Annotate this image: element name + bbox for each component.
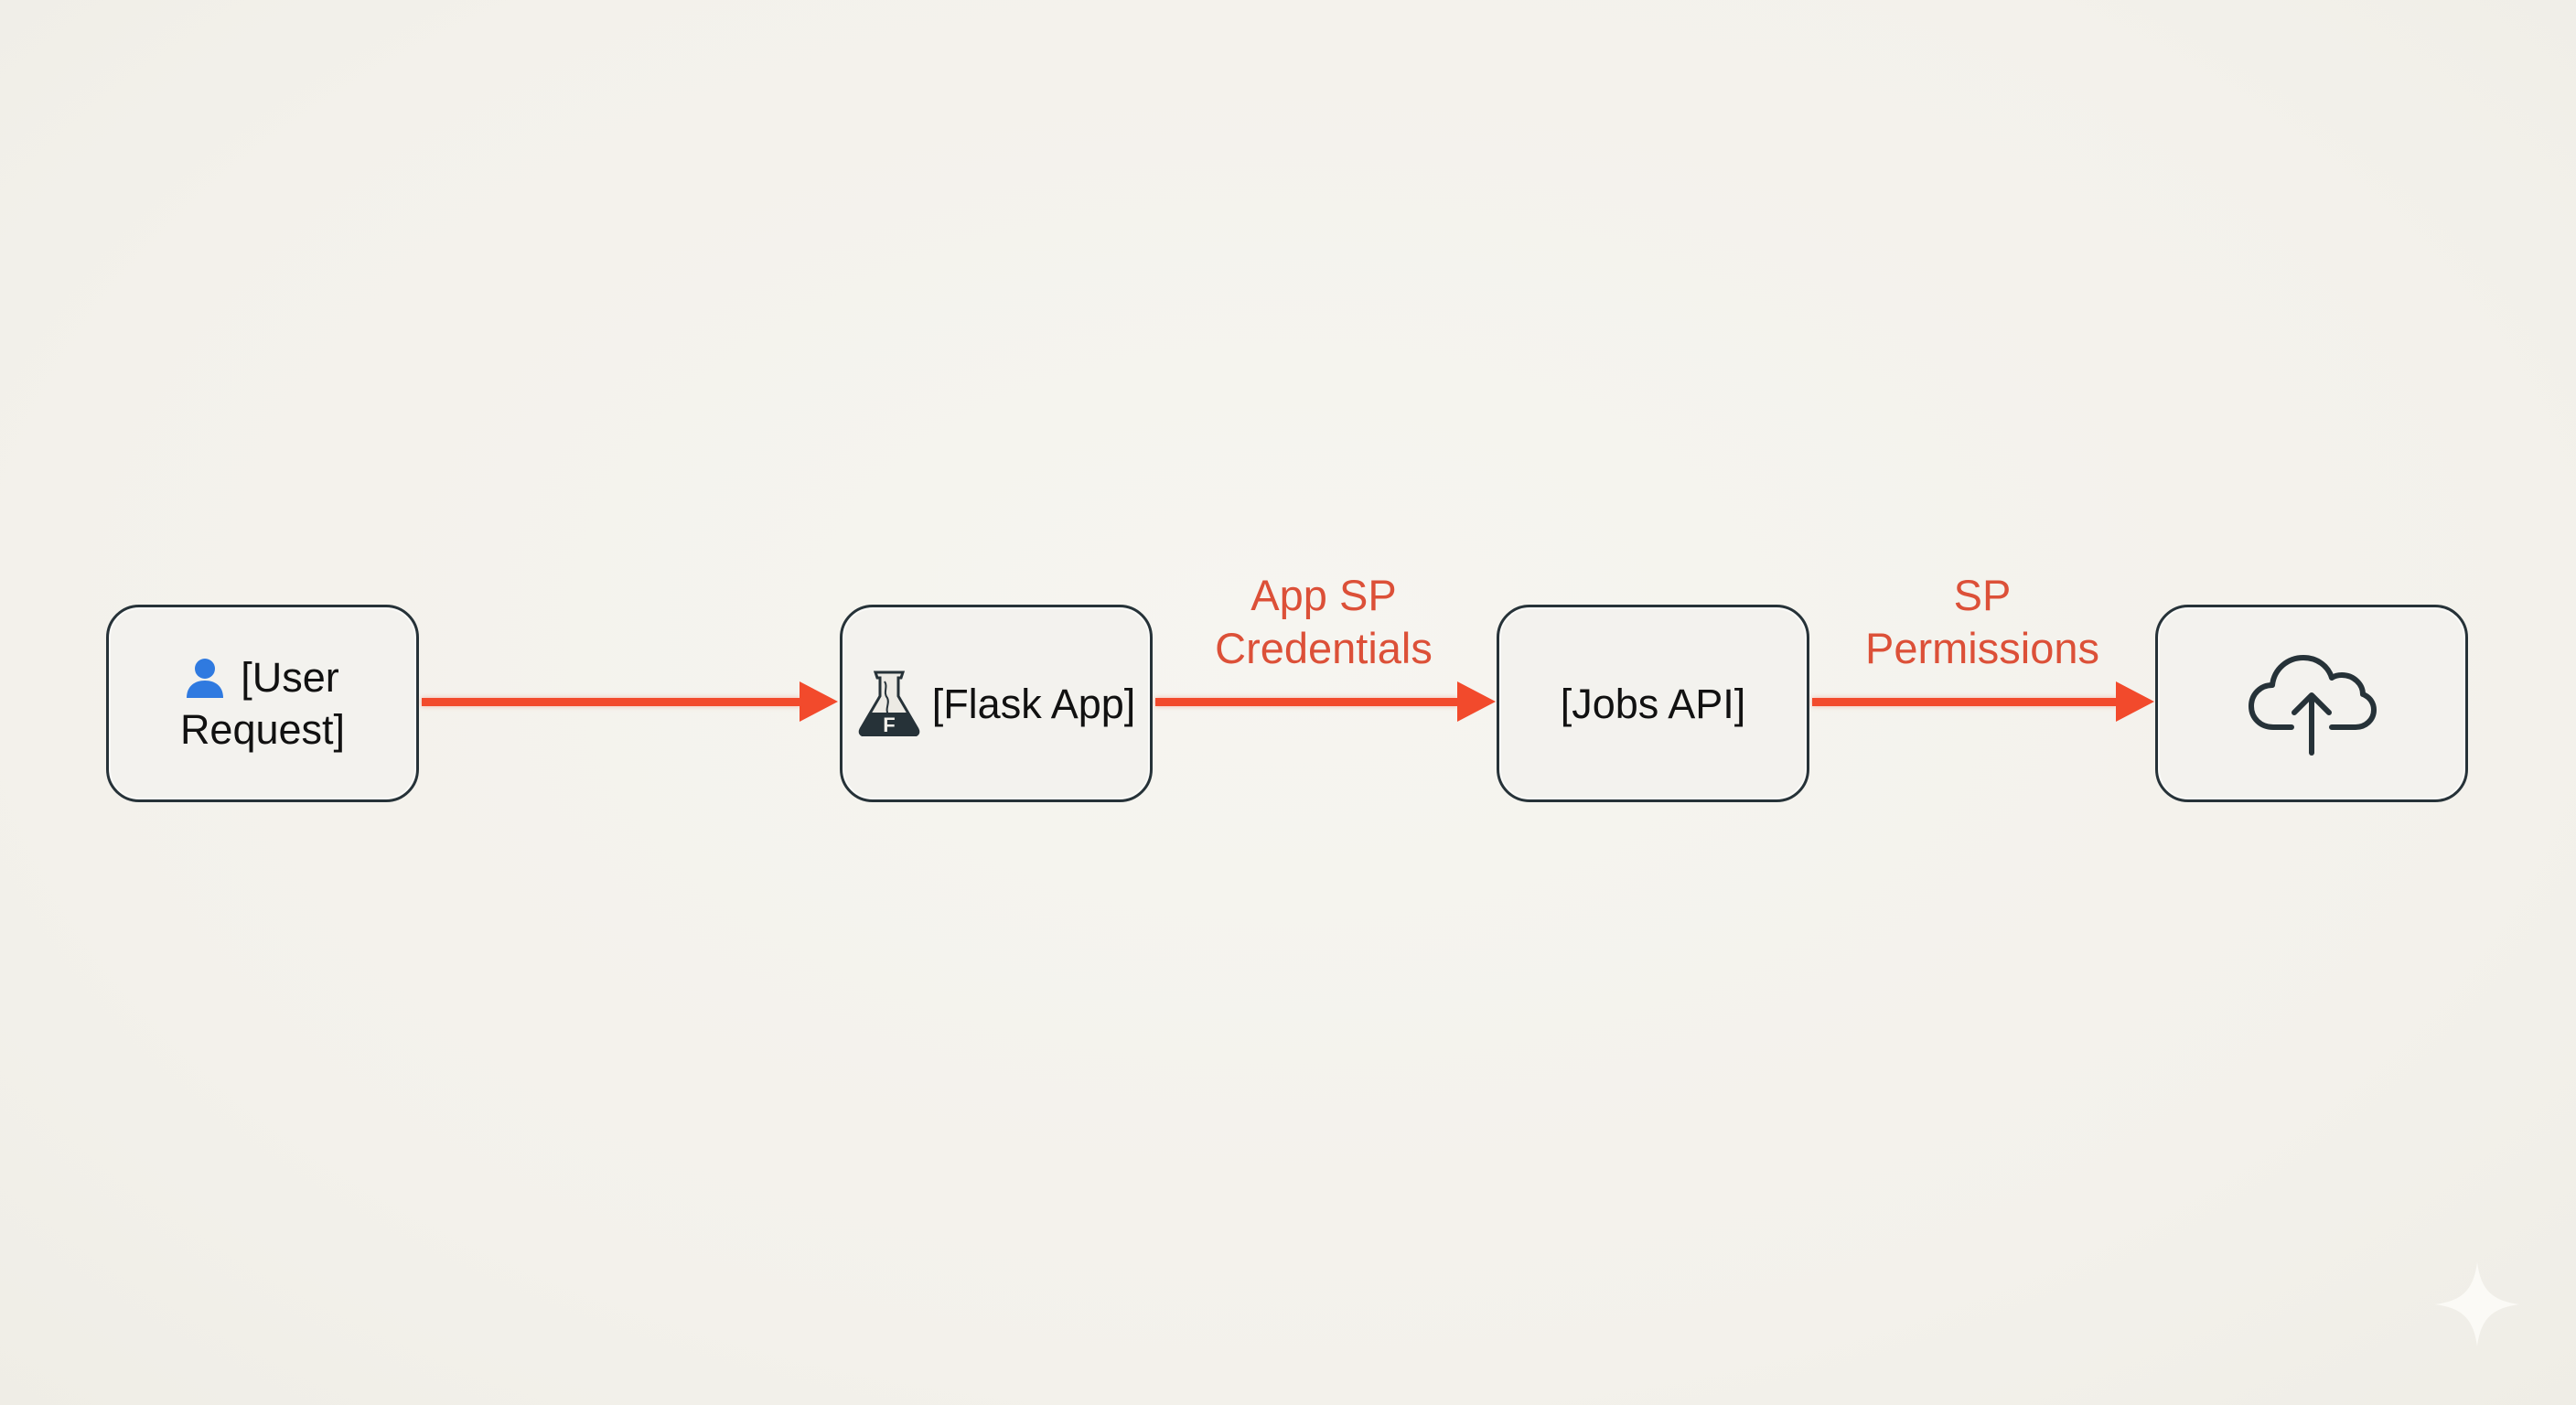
edge-label-line2: Permissions [1865, 624, 2099, 672]
node-flask-app[interactable]: F [Flask App] [840, 605, 1153, 802]
edge-label-line1: SP [1953, 571, 2012, 619]
node-cloud-upload[interactable] [2155, 605, 2468, 802]
node-user-request-label: [User Request] [180, 651, 345, 756]
cloud-upload-icon [2246, 650, 2377, 756]
edge-jobs-to-cloud [1812, 698, 2117, 706]
node-user-request-label-line1: [User [241, 654, 339, 701]
edge-label-line1: App SP [1250, 571, 1397, 619]
node-user-request-label-line2: Request] [179, 706, 346, 753]
edge-user-to-flask [422, 698, 800, 706]
svg-text:F: F [883, 713, 895, 736]
node-jobs-api-label: [Jobs API] [1561, 678, 1746, 730]
arrowhead-jobs-to-cloud [2116, 681, 2154, 722]
arrowhead-user-to-flask [800, 681, 838, 722]
edge-flask-to-jobs [1155, 698, 1458, 706]
edge-label-line2: Credentials [1215, 624, 1433, 672]
node-jobs-api-text: [Jobs API] [1560, 680, 1746, 727]
node-flask-app-label: F [Flask App] [857, 670, 1136, 736]
person-icon [186, 658, 224, 698]
node-user-request[interactable]: [User Request] [106, 605, 419, 802]
edge-label-app-sp-credentials: App SP Credentials [1132, 569, 1516, 675]
arrowhead-flask-to-jobs [1457, 681, 1496, 722]
edge-label-sp-permissions: SP Permissions [1790, 569, 2174, 675]
node-jobs-api[interactable]: [Jobs API] [1497, 605, 1809, 802]
flask-icon: F [857, 670, 921, 736]
sparkle-icon [2431, 1259, 2523, 1350]
node-flask-app-text: [Flask App] [931, 680, 1136, 727]
